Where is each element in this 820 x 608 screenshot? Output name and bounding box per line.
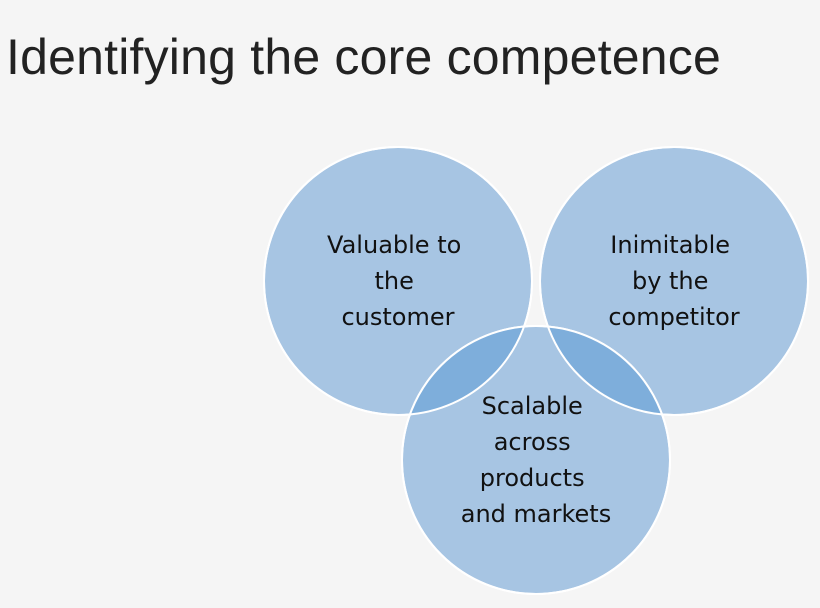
slide-title: Identifying the core competence (6, 29, 721, 85)
overlap-valuable-scalable (402, 326, 532, 415)
label-scalable: Scalable across products and markets (461, 392, 611, 528)
label-inimitable: Inimitable by the competitor (608, 231, 739, 331)
outline-inimitable (539, 146, 809, 416)
overlap-inimitable-scalable (540, 326, 670, 415)
outline-valuable (263, 146, 533, 416)
outline-scalable (401, 325, 671, 595)
label-valuable: Valuable to the customer (327, 231, 469, 331)
